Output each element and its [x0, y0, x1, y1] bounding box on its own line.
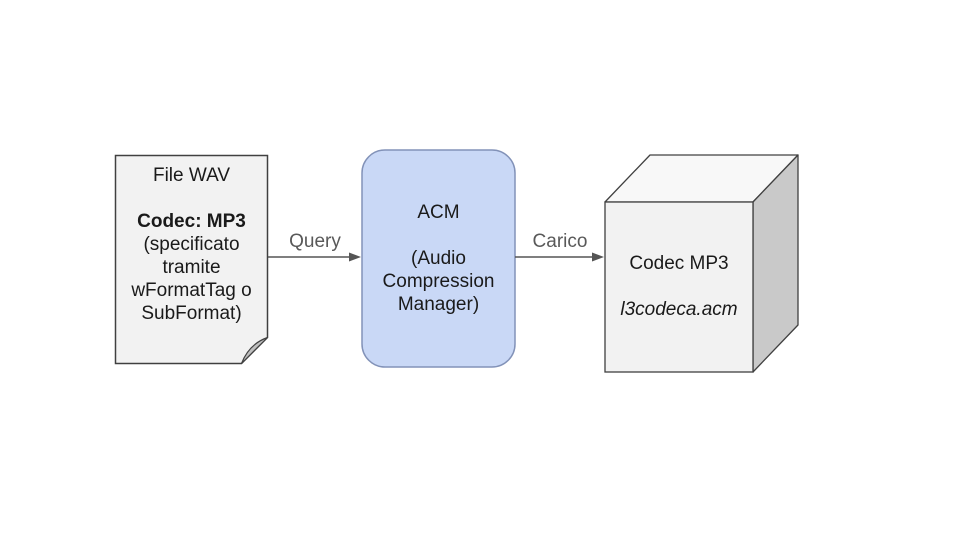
file-wav-detail-line: (specificato: [143, 234, 240, 255]
acm-subtitle-line: (Audio: [411, 248, 466, 269]
file-wav-detail-line: wFormatTag o: [131, 280, 252, 301]
carico-arrow: [515, 252, 604, 262]
codec-mp3-title: Codec MP3: [629, 253, 729, 274]
file-wav-detail-line: tramite: [162, 257, 221, 278]
file-wav-detail-line: SubFormat): [141, 303, 242, 324]
file-wav-folded-corner-icon: [240, 336, 269, 365]
file-wav-codec-line: Codec: MP3: [137, 211, 246, 232]
codec-mp3-filename: l3codeca.acm: [620, 299, 738, 320]
file-wav-node: File WAV Codec: MP3 (specificato tramite…: [116, 164, 267, 325]
codec-cube-front-face: [604, 201, 754, 373]
carico-arrow-label: Carico: [532, 231, 588, 252]
file-wav-title: File WAV: [152, 165, 231, 186]
acm-subtitle-line: Manager): [397, 294, 480, 315]
codec-mp3-node: Codec MP3 l3codeca.acm: [605, 252, 753, 321]
acm-node: ACM (Audio Compression Manager): [362, 201, 515, 316]
acm-subtitle-line: Compression: [382, 271, 495, 292]
acm-title: ACM: [417, 202, 460, 223]
blank-line: [605, 275, 753, 298]
blank-line: [116, 187, 267, 210]
query-arrow: [268, 252, 361, 262]
acm-shape: [361, 149, 516, 368]
blank-line: [362, 224, 515, 247]
query-arrow-label: Query: [289, 231, 341, 252]
